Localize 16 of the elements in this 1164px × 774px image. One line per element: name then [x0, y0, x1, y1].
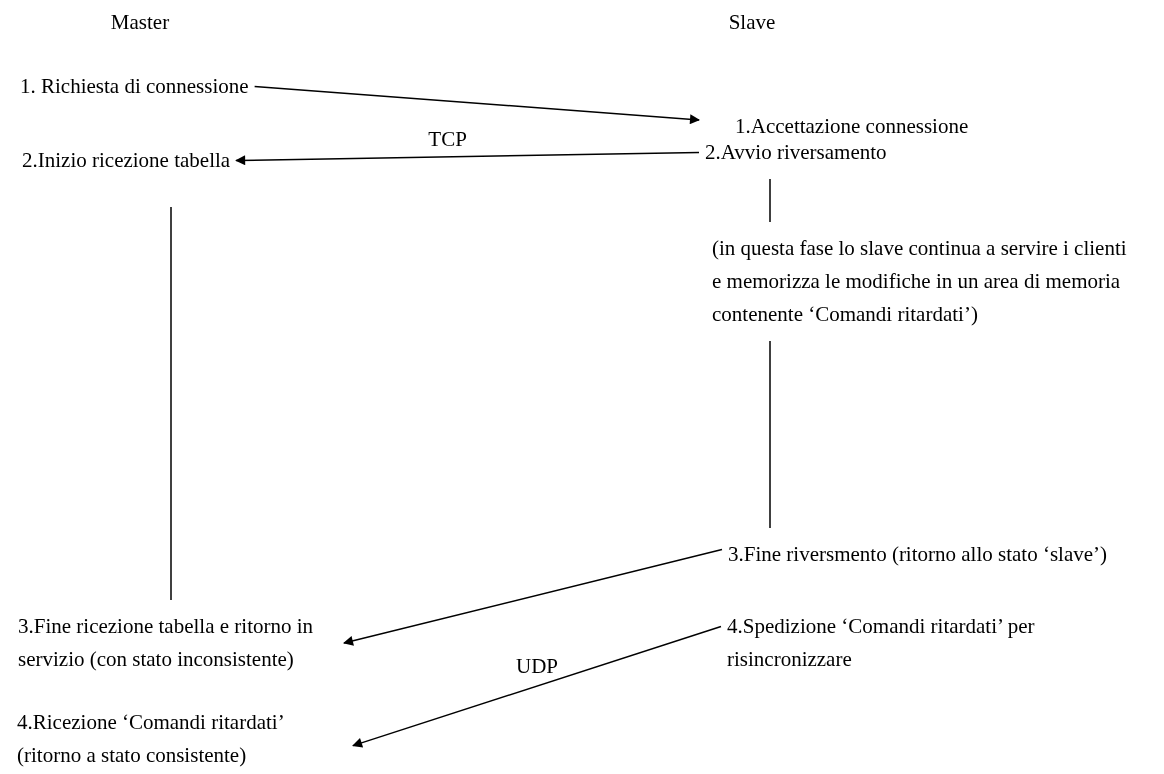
connector-line	[769, 178, 771, 223]
connector-line	[769, 340, 771, 529]
note-text: (in questa fase lo slave continua a servire i clienti e memorizza le modifiche in un area di memoria contenente ‘Comandi ritardati’)	[712, 232, 1132, 331]
step-text: 2.Inizio ricezione tabella	[22, 144, 231, 177]
column-heading: Slave	[728, 9, 776, 36]
column-heading: Master	[110, 9, 170, 36]
step-text: 4.Spedizione ‘Comandi ritardati’ per risincronizzare	[727, 610, 1117, 676]
step-text: 4.Ricezione ‘Comandi ritardati’ (ritorno a stato consistente)	[17, 706, 347, 772]
arrow	[352, 625, 722, 748]
connector-line	[170, 206, 172, 601]
step-text: 1. Richiesta di connessione	[20, 70, 249, 103]
step-text: 3.Fine riversmento (ritorno allo stato ‘slave’)	[728, 538, 1148, 571]
arrow	[253, 85, 700, 125]
arrow	[235, 151, 700, 166]
step-text: 3.Fine ricezione tabella e ritorno in servizio (con stato inconsistente)	[18, 610, 338, 676]
arrow	[343, 548, 723, 646]
